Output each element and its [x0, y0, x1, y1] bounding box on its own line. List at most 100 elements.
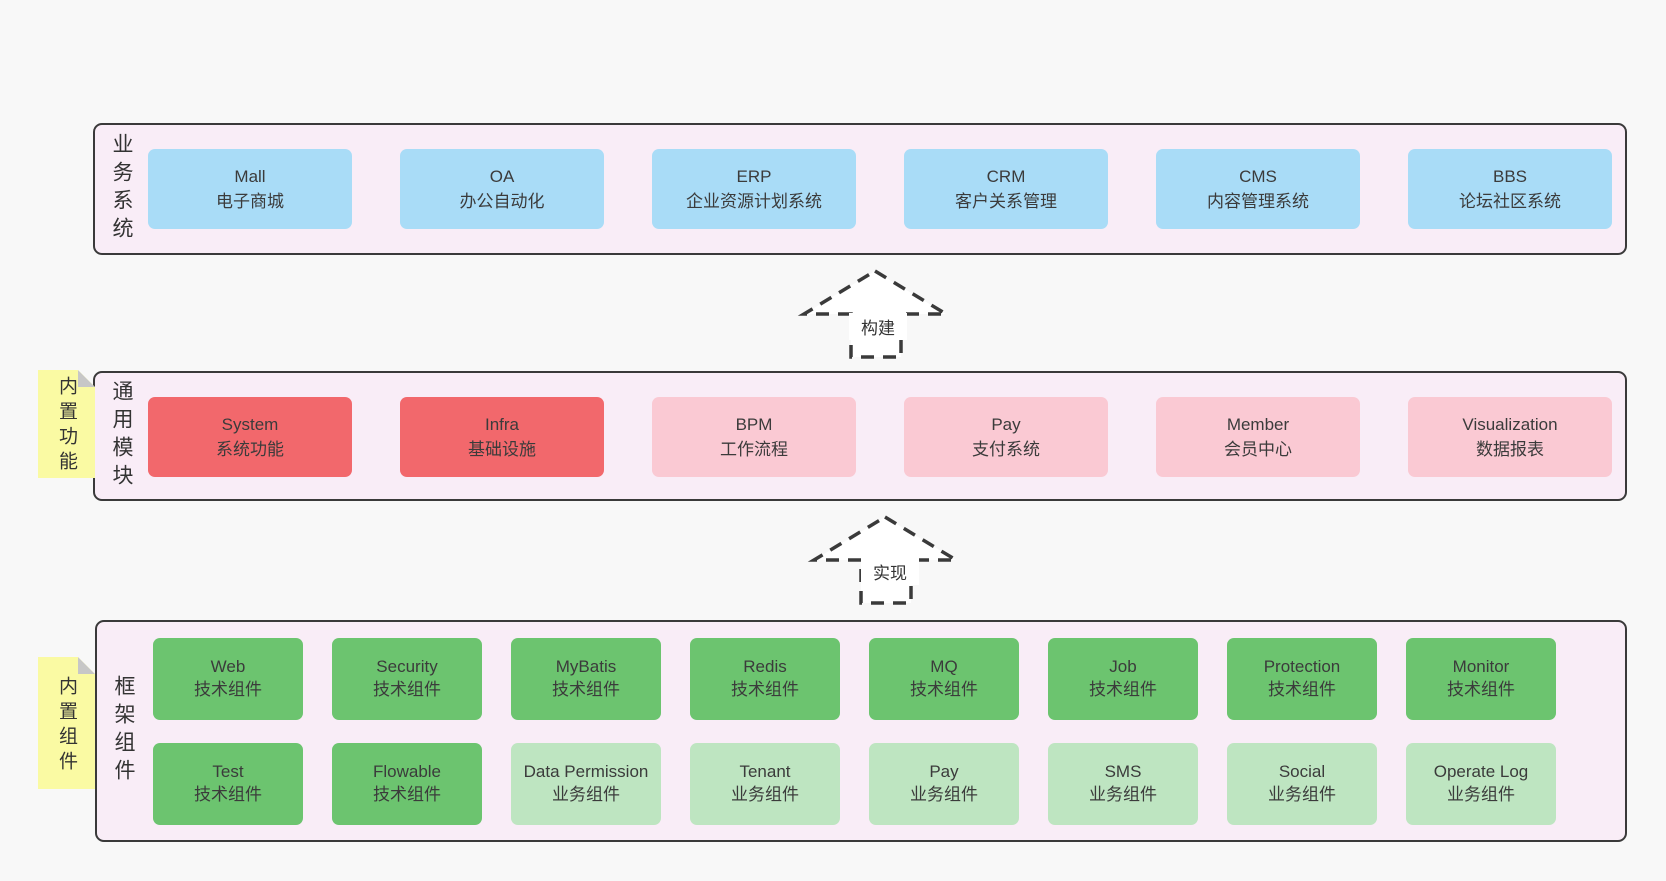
layer-label-business-systems: 业务系统 — [110, 133, 133, 245]
box-subtitle: 技术组件 — [1089, 680, 1157, 699]
box-subtitle: 支付系统 — [972, 440, 1040, 459]
implement-arrow-label: 实现 — [861, 558, 919, 585]
box-title: ERP — [736, 166, 772, 186]
box-title: Security — [376, 657, 438, 677]
box-subtitle: 技术组件 — [731, 680, 799, 699]
box-subtitle: 技术组件 — [373, 680, 441, 699]
box-bpm: BPM 工作流程 — [652, 397, 856, 477]
box-subtitle: 办公自动化 — [459, 192, 545, 211]
box-subtitle: 电子商城 — [216, 192, 284, 211]
box-title: Web — [210, 657, 246, 677]
box-subtitle: 业务组件 — [1268, 785, 1336, 804]
box-subtitle: 业务组件 — [552, 785, 620, 804]
box-title: Monitor — [1452, 657, 1510, 677]
box-title: CMS — [1239, 166, 1277, 186]
box-operate-log: Operate Log 业务组件 — [1406, 743, 1556, 825]
box-test: Test 技术组件 — [153, 743, 303, 825]
box-subtitle: 基础设施 — [468, 440, 536, 459]
box-subtitle: 业务组件 — [731, 785, 799, 804]
sticky-note-builtin-features: 内置功能 — [38, 370, 95, 478]
box-title: MyBatis — [555, 657, 617, 677]
box-title: Visualization — [1462, 414, 1558, 434]
box-web: Web 技术组件 — [153, 638, 303, 720]
box-title: System — [221, 414, 279, 434]
box-title: MQ — [930, 657, 958, 677]
box-subtitle: 内容管理系统 — [1207, 192, 1309, 211]
box-title: Pay — [991, 414, 1021, 434]
framework-components-row-1: Web 技术组件 Security 技术组件 MyBatis 技术组件 Redi… — [153, 638, 1556, 720]
box-title: BPM — [735, 414, 773, 434]
box-subtitle: 企业资源计划系统 — [686, 192, 822, 211]
business-systems-row: Mall 电子商城 OA 办公自动化 ERP 企业资源计划系统 CRM 客户关系… — [148, 149, 1612, 229]
box-title: BBS — [1492, 166, 1528, 186]
box-data-permission: Data Permission 业务组件 — [511, 743, 661, 825]
box-title: Pay — [929, 762, 959, 782]
box-subtitle: 技术组件 — [910, 680, 978, 699]
box-sms: SMS 业务组件 — [1048, 743, 1198, 825]
layer-label-common-modules: 通用模块 — [110, 380, 133, 492]
sticky-note-label: 内置功能 — [56, 376, 77, 477]
box-redis: Redis 技术组件 — [690, 638, 840, 720]
box-oa: OA 办公自动化 — [400, 149, 604, 229]
box-subtitle: 系统功能 — [216, 440, 284, 459]
box-tenant: Tenant 业务组件 — [690, 743, 840, 825]
box-protection: Protection 技术组件 — [1227, 638, 1377, 720]
box-subtitle: 工作流程 — [720, 440, 788, 459]
box-job: Job 技术组件 — [1048, 638, 1198, 720]
box-title: CRM — [986, 166, 1026, 186]
box-system: System 系统功能 — [148, 397, 352, 477]
box-subtitle: 论坛社区系统 — [1459, 192, 1561, 211]
box-subtitle: 技术组件 — [552, 680, 620, 699]
box-title: Test — [212, 762, 244, 782]
box-subtitle: 数据报表 — [1476, 440, 1544, 459]
layer-label-framework-components: 框架组件 — [112, 675, 135, 787]
build-arrow-label: 构建 — [849, 313, 907, 340]
box-crm: CRM 客户关系管理 — [904, 149, 1108, 229]
box-mybatis: MyBatis 技术组件 — [511, 638, 661, 720]
box-title: Mall — [234, 166, 266, 186]
box-subtitle: 业务组件 — [910, 785, 978, 804]
box-title: OA — [489, 166, 515, 186]
box-subtitle: 客户关系管理 — [955, 192, 1057, 211]
box-cms: CMS 内容管理系统 — [1156, 149, 1360, 229]
box-subtitle: 业务组件 — [1089, 785, 1157, 804]
box-title: Member — [1226, 414, 1290, 434]
box-subtitle: 技术组件 — [1268, 680, 1336, 699]
box-title: Infra — [484, 414, 520, 434]
box-flowable: Flowable 技术组件 — [332, 743, 482, 825]
box-security: Security 技术组件 — [332, 638, 482, 720]
box-subtitle: 技术组件 — [194, 785, 262, 804]
framework-components-row-2: Test 技术组件 Flowable 技术组件 Data Permission … — [153, 743, 1556, 825]
box-subtitle: 业务组件 — [1447, 785, 1515, 804]
box-title: Protection — [1263, 657, 1341, 677]
box-bbs: BBS 论坛社区系统 — [1408, 149, 1612, 229]
sticky-note-label: 内置组件 — [56, 675, 77, 776]
box-title: Redis — [743, 657, 787, 677]
box-subtitle: 技术组件 — [373, 785, 441, 804]
box-mall: Mall 电子商城 — [148, 149, 352, 229]
box-title: Tenant — [739, 762, 791, 782]
box-title: Operate Log — [1433, 762, 1529, 782]
box-subtitle: 技术组件 — [1447, 680, 1515, 699]
folded-corner-icon — [78, 657, 95, 674]
box-social: Social 业务组件 — [1227, 743, 1377, 825]
box-erp: ERP 企业资源计划系统 — [652, 149, 856, 229]
box-pay-module: Pay 支付系统 — [904, 397, 1108, 477]
box-title: SMS — [1104, 762, 1142, 782]
sticky-note-builtin-components: 内置组件 — [38, 657, 95, 789]
box-infra: Infra 基础设施 — [400, 397, 604, 477]
box-subtitle: 技术组件 — [194, 680, 262, 699]
box-visualization: Visualization 数据报表 — [1408, 397, 1612, 477]
layer-common-modules: 通用模块 System 系统功能 Infra 基础设施 BPM 工作流程 Pay… — [93, 371, 1627, 501]
common-modules-row: System 系统功能 Infra 基础设施 BPM 工作流程 Pay 支付系统… — [148, 397, 1612, 477]
box-title: Job — [1109, 657, 1137, 677]
box-title: Flowable — [372, 762, 442, 782]
box-monitor: Monitor 技术组件 — [1406, 638, 1556, 720]
layer-business-systems: 业务系统 Mall 电子商城 OA 办公自动化 ERP 企业资源计划系统 CRM… — [93, 123, 1627, 255]
box-member: Member 会员中心 — [1156, 397, 1360, 477]
layer-framework-components: 框架组件 Web 技术组件 Security 技术组件 MyBatis 技术组件… — [95, 620, 1627, 842]
box-mq: MQ 技术组件 — [869, 638, 1019, 720]
box-subtitle: 会员中心 — [1224, 440, 1292, 459]
box-pay-component: Pay 业务组件 — [869, 743, 1019, 825]
